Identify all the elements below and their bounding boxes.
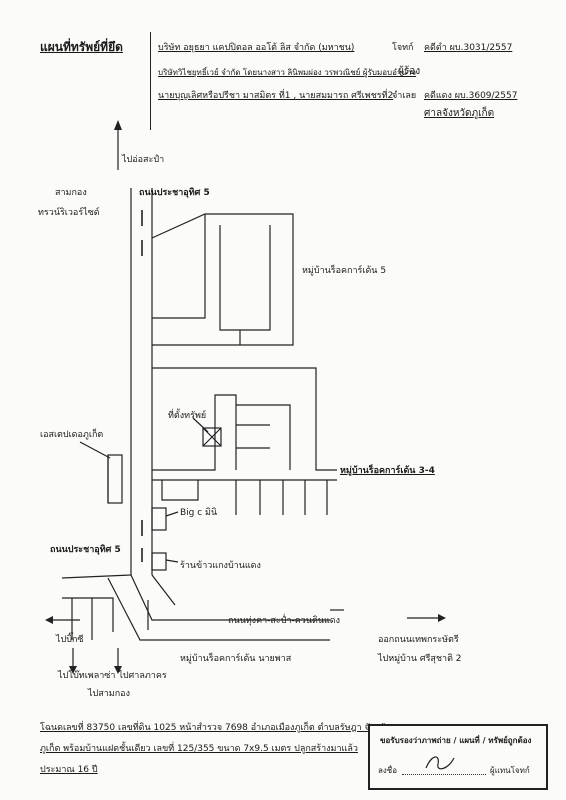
label-bus-line1: ไปโบ๊ทเพลาซ่า ไปศาลภาคร [58,671,167,681]
label-property: ที่ตั้งทรัพย์ [168,411,207,421]
village34-grid-f [161,480,199,501]
label-sam-kong: สามกอง [55,188,87,198]
restaurant-box [151,552,167,571]
black-case-number: คดีดำ ผบ.3031/2557 [424,43,513,53]
deed-description-line3: ประมาณ 16 ปี [40,765,98,775]
property-pointer [192,417,209,433]
property-marker [202,427,222,447]
page-title: แผนที่ทรัพย์ที่ยึด [40,40,123,54]
stamp-signature-line [402,774,486,775]
deed-description-line1: โฉนดเลขที่ 83750 เลขที่ดิน 1025 หน้าสำรว… [40,723,391,733]
diagonal-road-b [107,577,330,641]
junction-west [61,574,132,579]
certification-stamp: ขอรับรองว่าภาพถ่าย / แผนที่ / ทรัพย์ถูกต… [368,724,548,790]
label-esso: เอสเตปเดอภูเก็ต [40,430,104,440]
arrow-left-icon [45,616,53,624]
village34-boundary [152,367,337,471]
arrow-right-icon [438,614,446,622]
signature-mark-icon [425,756,455,770]
arrow-bottom2-icon [114,666,122,674]
village5-inner-road-b [219,225,271,331]
label-tawan: ทรวน์ริเวอร์ไซด์ [38,208,100,218]
label-road-main: ถนนทุ่งคา-สะป่ำ-ควนดินแดง [228,616,341,626]
label-exit-line2: ไปหมู่บ้าน ศรีสุชาติ 2 [378,654,462,664]
label-restaurant: ร้านข้าวแกงบ้านแดง [180,561,261,571]
village5-inner-road-a [152,214,206,319]
deed-description-line2: ภูเก็ต พร้อมบ้านแฝดชั้นเดียว เลขที่ 125/… [40,744,358,754]
esso-box [107,454,123,504]
label-to-big-c: ไปบิ๊กซี [56,635,84,645]
village5-boundary [151,213,294,346]
label-village-napat: หมู่บ้านร็อคการ์เด้น นายพาส [180,654,292,664]
label-village5: หมู่บ้านร็อคการ์เด้น 5 [302,266,387,276]
village34-grid-c [236,424,270,449]
plaintiff-name: บริษัท อยุธยา แคปปิตอล ออโต้ ลิส จำกัด (… [158,43,355,53]
junction-west-2 [62,597,114,632]
big-c-box [151,507,167,531]
arrow-up-icon [114,120,122,130]
defendant-names: นายบุญเลิศหรือปรีชา มาสมิตร ที่1 , นายสม… [158,91,394,101]
label-road-top: ถนนประชาอุทิศ 5 [139,188,210,198]
village34-grid-d [235,480,328,515]
village34-grid-a [152,394,237,471]
label-big-c: Big c มินิ [180,508,218,518]
petitioner-role: ผู้ร้อง [398,66,421,77]
red-case-number: คดีแดง ผบ.3609/2557 [424,91,518,101]
village34-grid-b [236,404,291,470]
stamp-sign-label: ลงชื่อ [378,766,398,775]
petitioner-name: บริษัทวิไชยุทธิ์เวย์ จำกัด โดยนางสาว ลิน… [158,68,417,77]
label-bus-line2: ไปสามกอง [88,689,130,699]
esso-pointer [79,441,111,459]
label-exit-line1: ออกถนนเทพกระษัตรี [378,635,459,645]
arrow-bottom-icon [69,666,77,674]
header-divider [150,32,151,130]
diagonal-road-a [130,574,330,621]
stamp-role-label: ผู้แทนโจทก์ [490,766,530,775]
plaintiff-role: โจทก์ [392,43,414,53]
label-to-lo-sapa: ไปอ่อสะปำ [122,155,165,165]
stamp-heading: ขอรับรองว่าภาพถ่าย / แผนที่ / ทรัพย์ถูกต… [380,736,532,745]
label-road-bottom: ถนนประชาอุทิศ 5 [50,545,121,555]
court-name: ศาลจังหวัดภูเก็ต [424,108,495,119]
defendant-role: จำเลย [392,91,417,101]
label-village34: หมู่บ้านร็อคการ์เด้น 3-4 [340,466,435,476]
